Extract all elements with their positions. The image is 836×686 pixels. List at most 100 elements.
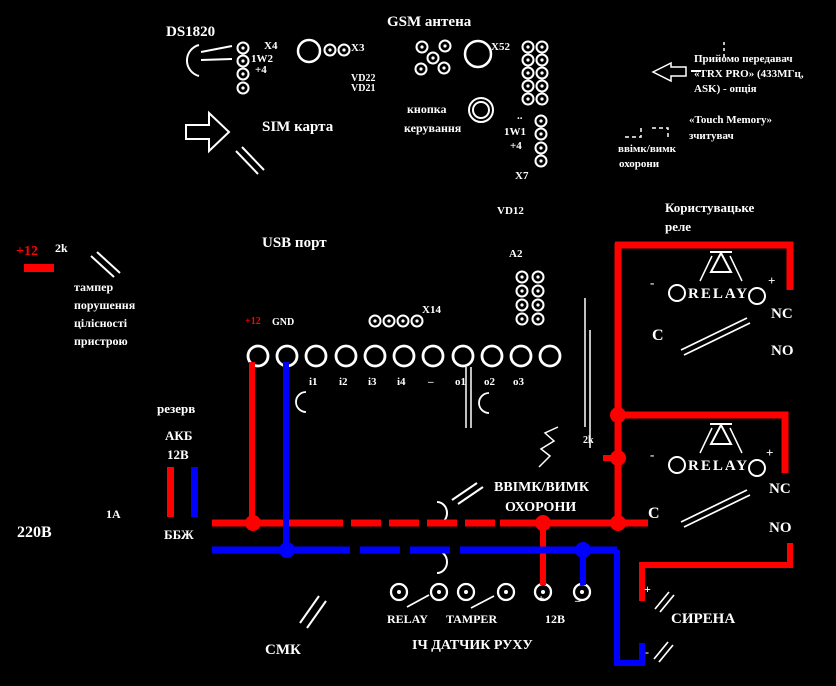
label-x7: X7: [515, 170, 529, 182]
siren-contacts-icon: [653, 591, 675, 663]
label-fuse-1a: 1А: [106, 507, 121, 521]
battery-negative-bar: [191, 467, 198, 517]
signal-wires: [465, 298, 591, 448]
label-relay2-nc: NC: [769, 481, 791, 497]
label-arm-switch-1: ВВІМК/ВИМК: [494, 480, 589, 495]
label-x14: X14: [422, 304, 441, 316]
label-pin-i3: і3: [368, 376, 377, 388]
label-touch-4: охорони: [619, 158, 660, 170]
red-junction-dots: [245, 407, 626, 531]
negative-wiring: [191, 362, 645, 666]
label-vd12: VD12: [497, 205, 524, 217]
label-touch-2: зчитувач: [689, 130, 734, 142]
label-bbzh: ББЖ: [164, 527, 194, 542]
label-siren-minus: -: [645, 645, 649, 659]
label-sim-card: SIM карта: [262, 119, 334, 135]
label-vd22: VD22: [351, 73, 376, 84]
label-dots: ..: [517, 110, 523, 122]
label-rf-note-3: ASK) - опція: [694, 83, 757, 95]
positive-wiring: [24, 241, 794, 601]
label-user-relay-2: реле: [665, 219, 692, 234]
label-a2: A2: [509, 248, 523, 260]
relay-bottom-symbol: [668, 422, 766, 528]
label-tamper-4: пристрою: [74, 334, 128, 348]
detector-terminals: [389, 582, 592, 609]
rf-arrow-icon: [651, 42, 725, 83]
label-2k-right: 2k: [583, 435, 594, 446]
sim-arrow-icon: [185, 110, 265, 175]
label-plus12-left: +12: [16, 244, 38, 259]
label-detector-tamper: TAMPER: [446, 612, 498, 626]
label-terminal-plus12: +12: [245, 316, 261, 327]
label-relay1-no: NO: [771, 343, 794, 359]
pin-header-2x5: [521, 40, 549, 106]
label-2k-left: 2k: [55, 241, 68, 255]
label-akb: АКБ: [165, 428, 193, 443]
label-x4: X4: [264, 40, 278, 52]
label-pin-i4: і4: [397, 376, 406, 388]
label-pin-o1: о1: [455, 376, 466, 388]
label-relay2-name: RELAY: [688, 458, 750, 474]
label-siren: СИРЕНА: [671, 611, 736, 627]
label-pin-o3: о3: [513, 376, 524, 388]
label-gsm-antenna: GSM антена: [387, 14, 472, 30]
label-1w2: 1W2: [251, 53, 273, 65]
label-rf-note-2: «TRX PRO» (433МГц,: [694, 68, 804, 80]
control-button-icon: [468, 97, 494, 123]
label-relay1-nc: NC: [771, 306, 793, 322]
pin-header-x14: [368, 314, 424, 328]
label-12v-battery: 12В: [167, 447, 189, 462]
label-rf-note-1: Прийомо передавач: [694, 53, 793, 65]
label-detector-minus: –: [575, 595, 581, 607]
ds1820-sensor-icon: [186, 41, 250, 95]
relay-top-symbol: [668, 250, 766, 356]
label-tamper-3: цілісності: [74, 316, 128, 330]
label-tamper-1: тампер: [74, 280, 114, 294]
label-reserve: резерв: [157, 401, 196, 416]
label-relay2-c: C: [648, 505, 660, 522]
label-relay1-plus: +: [768, 273, 776, 288]
label-pin-o2: о2: [484, 376, 495, 388]
pin-header-x7: [534, 114, 548, 168]
label-touch-1: «Touch Memory»: [689, 114, 773, 126]
battery-positive-bar: [167, 467, 174, 517]
label-vd21: VD21: [351, 83, 376, 94]
label-relay2-no: NO: [769, 520, 792, 536]
label-x3: X3: [351, 42, 365, 54]
label-detector-12v: 12В: [545, 612, 566, 626]
label-smk: СМК: [265, 642, 301, 658]
label-pin-minus: –: [428, 376, 434, 388]
label-pin-i1: і1: [309, 376, 318, 388]
tamper-switch-icon: [90, 251, 121, 278]
touch-memory-icon: [625, 127, 669, 138]
label-plus4-right: +4: [510, 140, 522, 152]
pin-header-a2: [515, 270, 545, 326]
label-220v: 220В: [17, 524, 52, 541]
label-relay1-c: C: [652, 327, 664, 344]
label-usb-port: USB порт: [262, 235, 327, 251]
plus12-marker: [24, 264, 54, 272]
label-button-2: керування: [404, 121, 462, 135]
label-button-1: кнопка: [407, 102, 447, 116]
label-relay1-name: RELAY: [688, 286, 750, 302]
label-detector-relay: RELAY: [387, 612, 428, 626]
terminal-block: [246, 344, 562, 368]
label-user-relay-1: Користувацьке: [665, 200, 755, 215]
label-touch-3: ввімк/вимк: [618, 143, 676, 155]
button-x4-icon: [296, 38, 351, 64]
label-pin-i2: і2: [339, 376, 348, 388]
label-siren-plus: +: [644, 582, 651, 596]
gsm-cluster-icon: [414, 39, 493, 76]
label-plus4-left: +4: [255, 64, 267, 76]
smk-switch-icon: [299, 595, 327, 629]
label-terminal-gnd: GND: [272, 317, 295, 328]
label-1w1: 1W1: [504, 126, 526, 138]
label-detector-title: ІЧ ДАТЧИК РУХУ: [412, 638, 533, 653]
label-x52: X52: [491, 41, 510, 53]
label-detector-plus: +: [538, 593, 545, 605]
label-ds1820: DS1820: [166, 24, 216, 40]
label-arm-switch-2: ОХОРОНИ: [505, 500, 577, 515]
label-relay2-plus: +: [766, 445, 774, 460]
